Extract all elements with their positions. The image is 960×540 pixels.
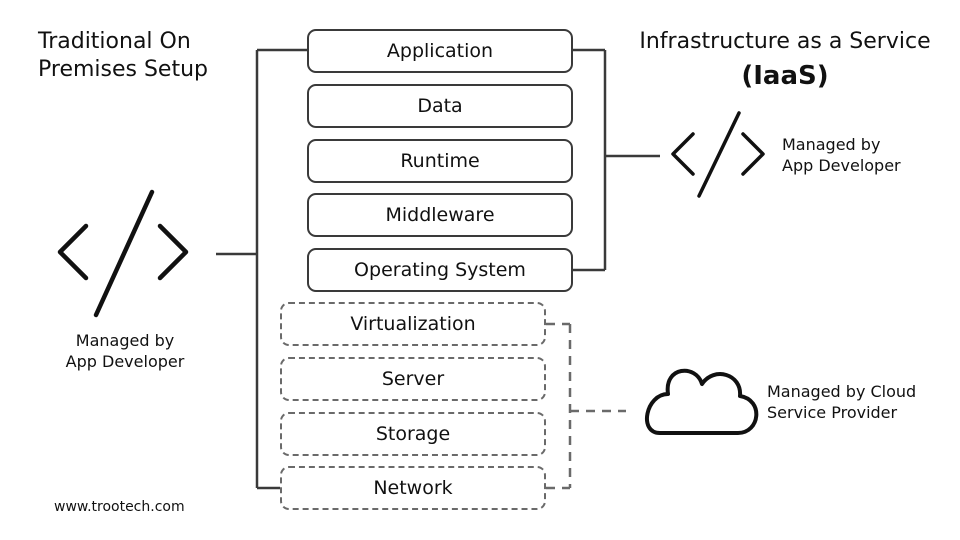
layer-server: Server <box>280 357 546 401</box>
layer-application: Application <box>307 29 573 73</box>
iaas-title: Infrastructure as a Service (IaaS) <box>620 28 950 94</box>
cloud-caption-line1: Managed by Cloud <box>767 382 917 401</box>
traditional-setup-title: Traditional On Premises Setup <box>38 28 238 84</box>
right-dev-caption-line1: Managed by <box>782 135 881 154</box>
left-title-line1: Traditional On <box>38 29 191 54</box>
right-provider-bracket <box>546 322 626 490</box>
right-developer-bracket <box>573 48 660 272</box>
right-code-brackets-icon <box>671 111 765 198</box>
layer-operating-system: Operating System <box>307 248 573 292</box>
layer-storage: Storage <box>280 412 546 456</box>
cloud-icon <box>644 368 759 435</box>
right-developer-caption: Managed by App Developer <box>782 134 952 176</box>
left-title-line2: Premises Setup <box>38 57 209 82</box>
left-caption-line1: Managed by <box>75 331 175 350</box>
layer-middleware: Middleware <box>307 193 573 237</box>
left-code-brackets-icon <box>57 189 189 318</box>
layer-virtualization: Virtualization <box>280 302 546 346</box>
left-caption-line2: App Developer <box>65 352 185 371</box>
layer-network: Network <box>280 466 546 510</box>
layer-data: Data <box>307 84 573 128</box>
right-dev-caption-line2: App Developer <box>782 156 901 175</box>
cloud-caption-line2: Service Provider <box>767 403 898 422</box>
cloud-provider-caption: Managed by Cloud Service Provider <box>767 381 952 423</box>
left-bracket <box>216 48 307 490</box>
right-title-line2: (IaaS) <box>741 61 829 91</box>
layer-runtime: Runtime <box>307 139 573 183</box>
website-footer: www.trootech.com <box>54 499 185 515</box>
right-title-line1: Infrastructure as a Service <box>639 29 931 54</box>
left-managed-caption: Managed by App Developer <box>45 330 205 372</box>
